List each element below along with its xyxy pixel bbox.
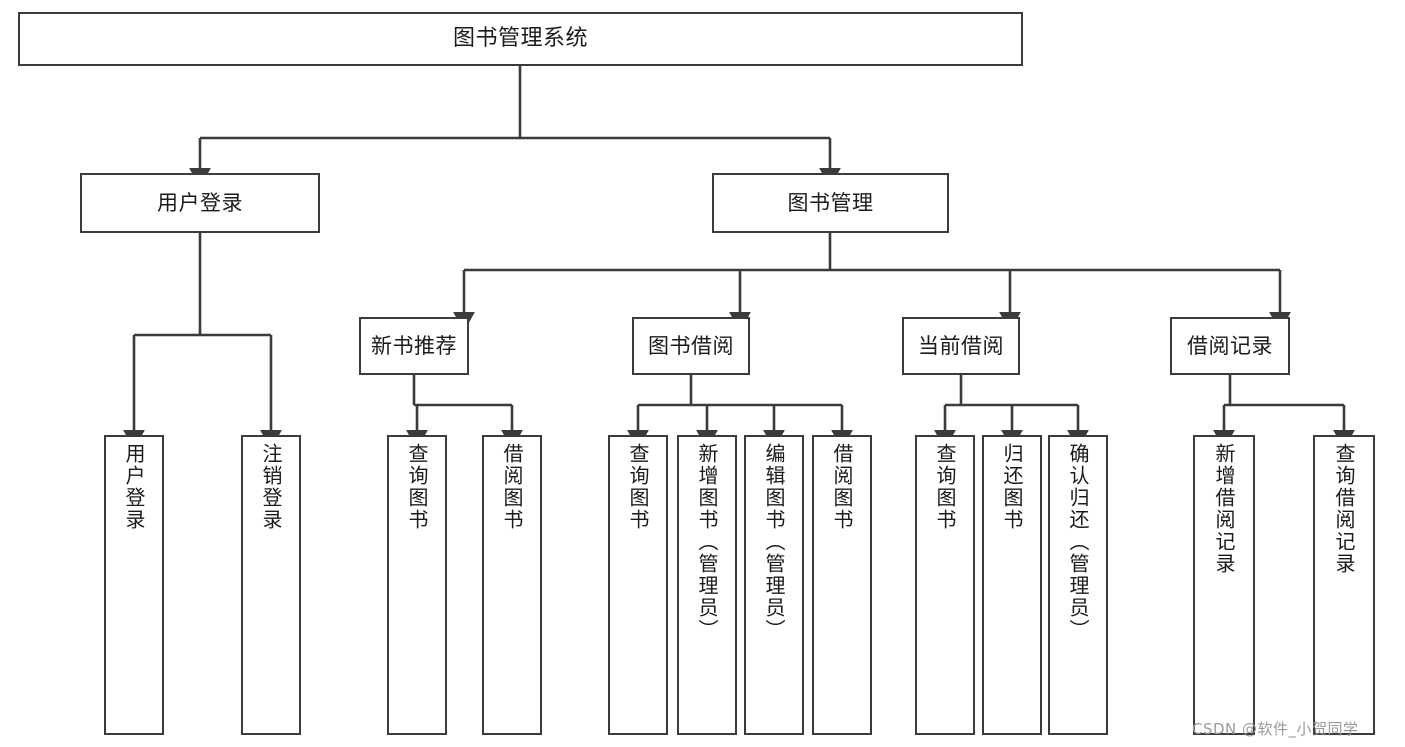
- node-label: 新增借阅记录: [1212, 443, 1236, 575]
- node-label: 借阅图书: [500, 443, 524, 531]
- node-leaf-query-book-3[interactable]: 查询图书: [915, 435, 975, 735]
- node-label: 确认归还（管理员）: [1066, 443, 1090, 641]
- node-label: 图书借阅: [648, 333, 734, 358]
- node-label: 新增图书（管理员）: [695, 443, 719, 641]
- node-leaf-edit-book-admin[interactable]: 编辑图书（管理员）: [744, 435, 804, 735]
- node-label: 编辑图书（管理员）: [762, 443, 786, 641]
- node-label: 图书管理系统: [452, 25, 588, 51]
- node-label: 用户登录: [157, 190, 243, 215]
- node-leaf-logout[interactable]: 注销登录: [241, 435, 301, 735]
- node-book-borrow[interactable]: 图书借阅: [632, 317, 750, 375]
- node-label: 注销登录: [259, 443, 283, 531]
- node-book-manage[interactable]: 图书管理: [712, 173, 949, 233]
- csdn-watermark: CSDN @软件_小贺同学: [1192, 720, 1359, 738]
- node-user-login[interactable]: 用户登录: [80, 173, 320, 233]
- node-new-book-recommend[interactable]: 新书推荐: [359, 317, 469, 375]
- node-leaf-borrow-book-1[interactable]: 借阅图书: [482, 435, 542, 735]
- node-leaf-return-book[interactable]: 归还图书: [982, 435, 1042, 735]
- node-borrow-record[interactable]: 借阅记录: [1170, 317, 1290, 375]
- node-leaf-user-login[interactable]: 用户登录: [104, 435, 164, 735]
- node-label: 查询借阅记录: [1332, 443, 1356, 575]
- node-leaf-query-book-2[interactable]: 查询图书: [608, 435, 668, 735]
- node-root-book-management-system[interactable]: 图书管理系统: [18, 12, 1023, 66]
- node-label: 借阅记录: [1187, 333, 1273, 358]
- node-current-borrow[interactable]: 当前借阅: [902, 317, 1020, 375]
- node-leaf-query-borrow-record[interactable]: 查询借阅记录: [1313, 435, 1375, 735]
- node-leaf-query-book-1[interactable]: 查询图书: [387, 435, 447, 735]
- node-label: 图书管理: [787, 190, 874, 215]
- node-leaf-confirm-return-admin[interactable]: 确认归还（管理员）: [1048, 435, 1108, 735]
- node-label: 查询图书: [405, 443, 429, 531]
- node-label: 归还图书: [1000, 443, 1024, 531]
- node-label: 查询图书: [933, 443, 957, 531]
- node-label: 查询图书: [626, 443, 650, 531]
- node-leaf-add-borrow-record[interactable]: 新增借阅记录: [1193, 435, 1255, 735]
- node-label: 用户登录: [122, 443, 146, 531]
- node-leaf-add-book-admin[interactable]: 新增图书（管理员）: [677, 435, 737, 735]
- node-label: 当前借阅: [918, 333, 1004, 358]
- node-label: 新书推荐: [371, 333, 457, 358]
- node-label: 借阅图书: [830, 443, 854, 531]
- node-leaf-borrow-book-2[interactable]: 借阅图书: [812, 435, 872, 735]
